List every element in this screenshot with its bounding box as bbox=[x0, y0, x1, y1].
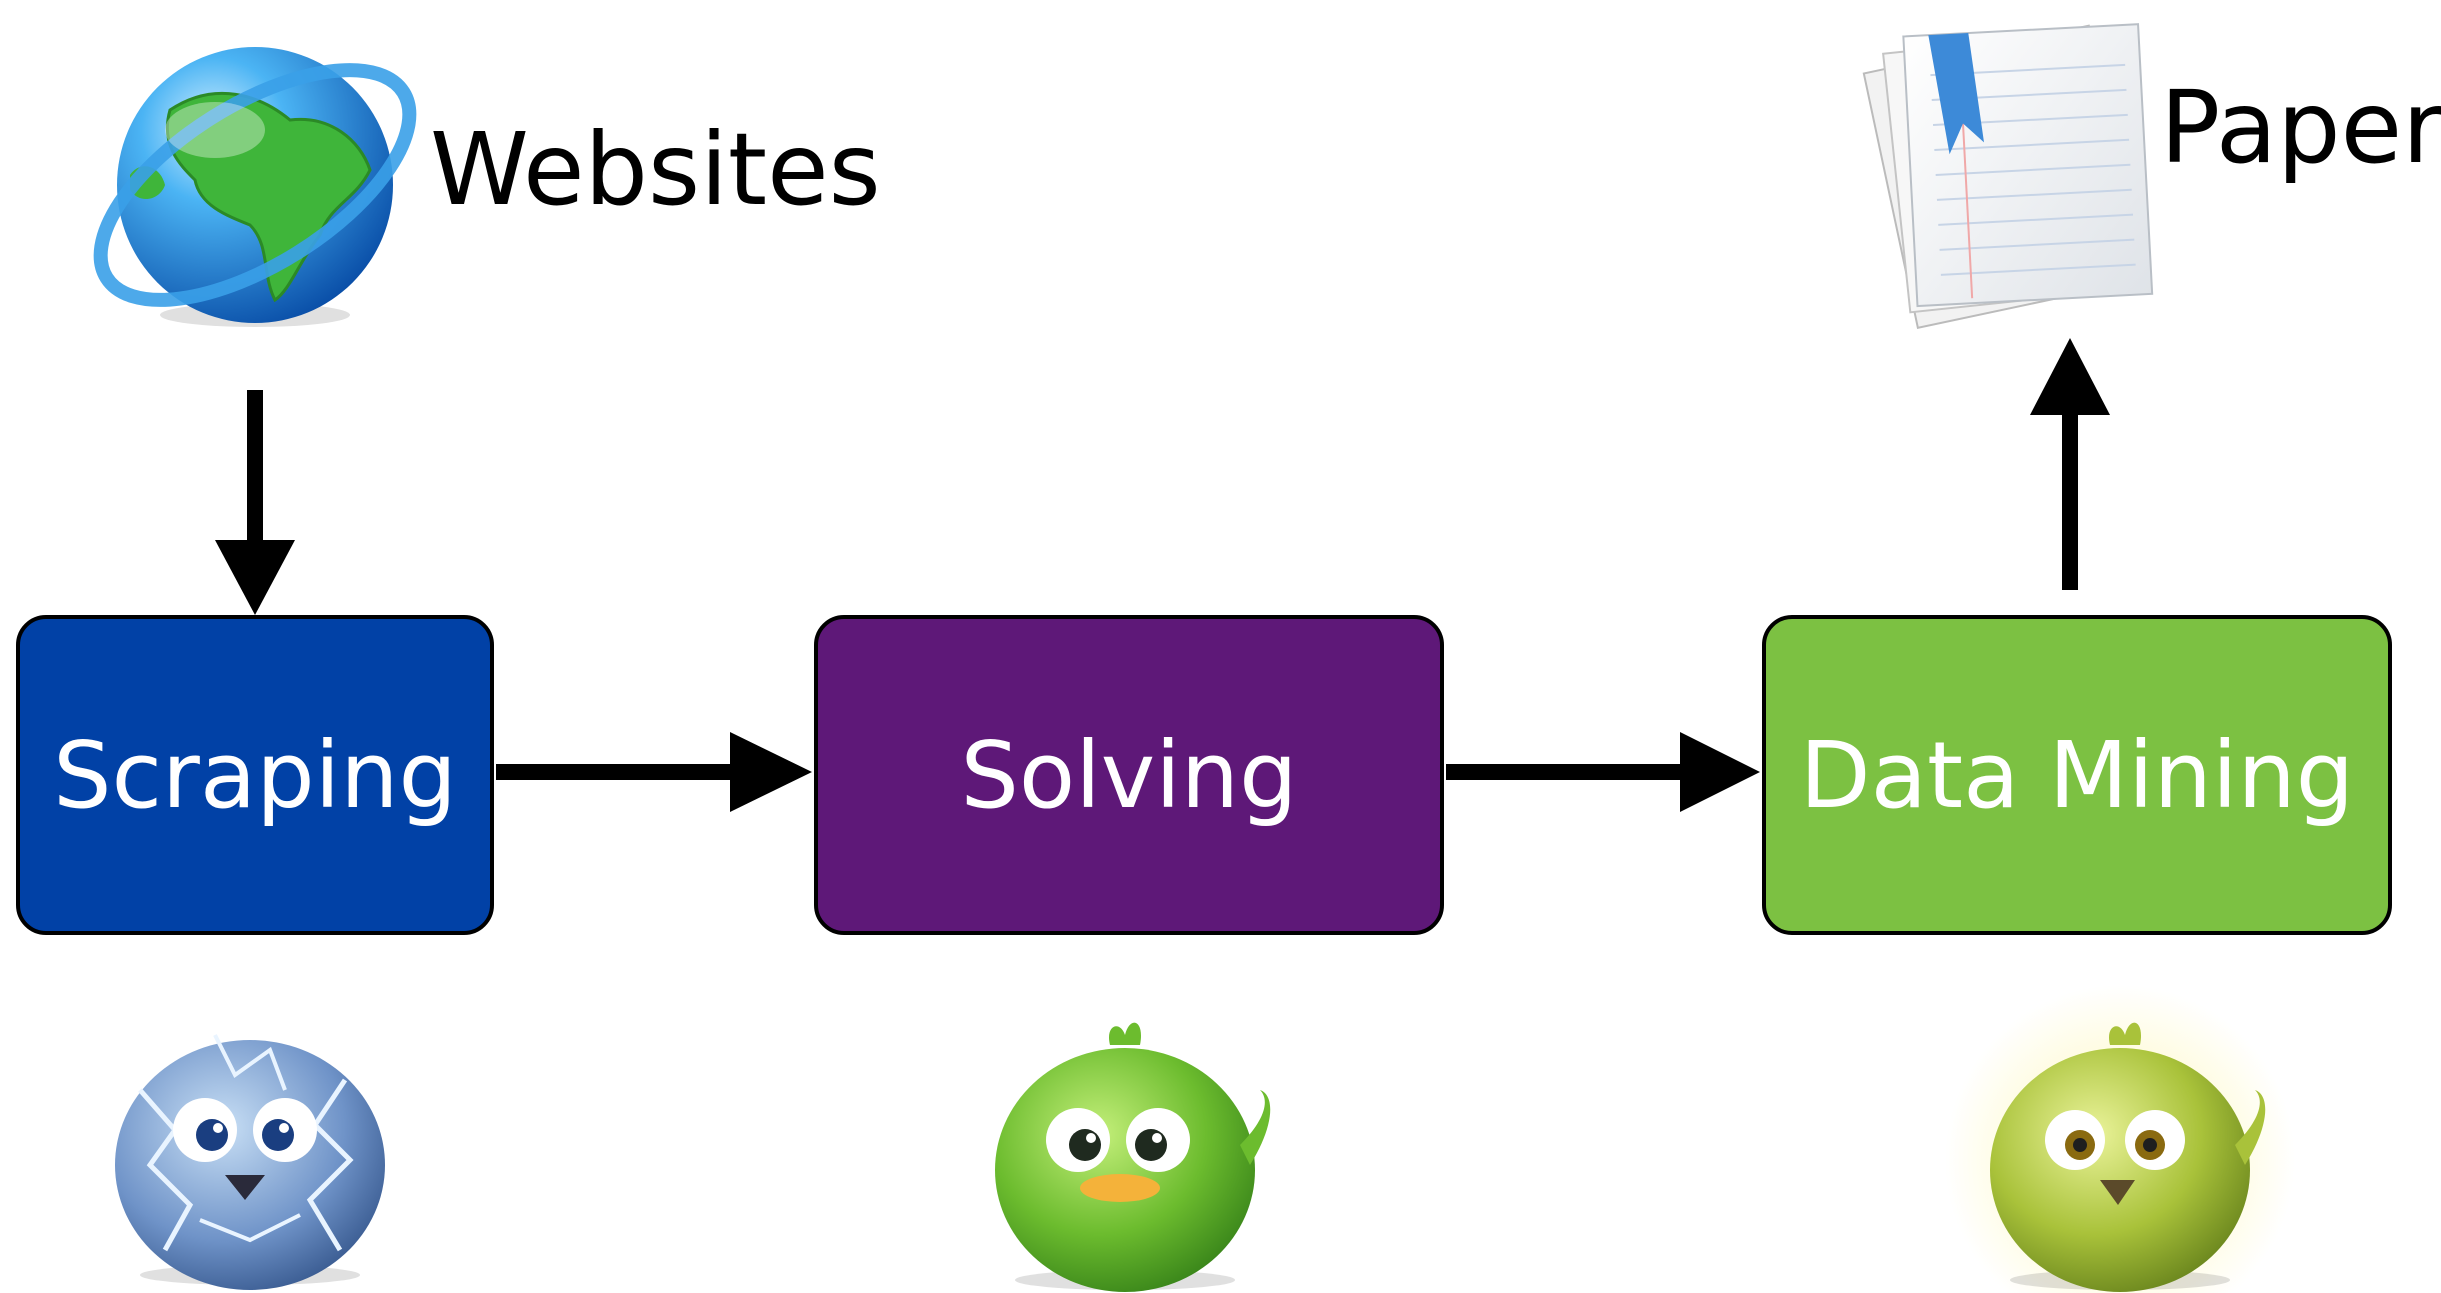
arrow-mining-to-paper bbox=[2030, 338, 2110, 590]
arrow-solving-to-mining bbox=[1446, 732, 1760, 812]
green-bird-icon bbox=[995, 1022, 1271, 1292]
electric-blue-bird-icon bbox=[115, 1034, 385, 1290]
node-scraping-label: Scraping bbox=[53, 721, 457, 829]
arrow-scraping-to-solving bbox=[496, 732, 812, 812]
node-solving: Solving bbox=[814, 615, 1444, 935]
node-data-mining-label: Data Mining bbox=[1799, 721, 2355, 829]
node-data-mining: Data Mining bbox=[1762, 615, 2392, 935]
websites-label: Websites bbox=[430, 111, 881, 228]
paper-document-icon bbox=[1862, 23, 2154, 330]
node-solving-label: Solving bbox=[960, 721, 1298, 829]
globe-icon bbox=[93, 47, 417, 327]
node-scraping: Scraping bbox=[16, 615, 494, 935]
paper-label: Paper bbox=[2160, 69, 2441, 186]
glowing-yellow-green-bird-icon bbox=[1945, 985, 2295, 1293]
arrow-websites-to-scraping bbox=[215, 390, 295, 615]
